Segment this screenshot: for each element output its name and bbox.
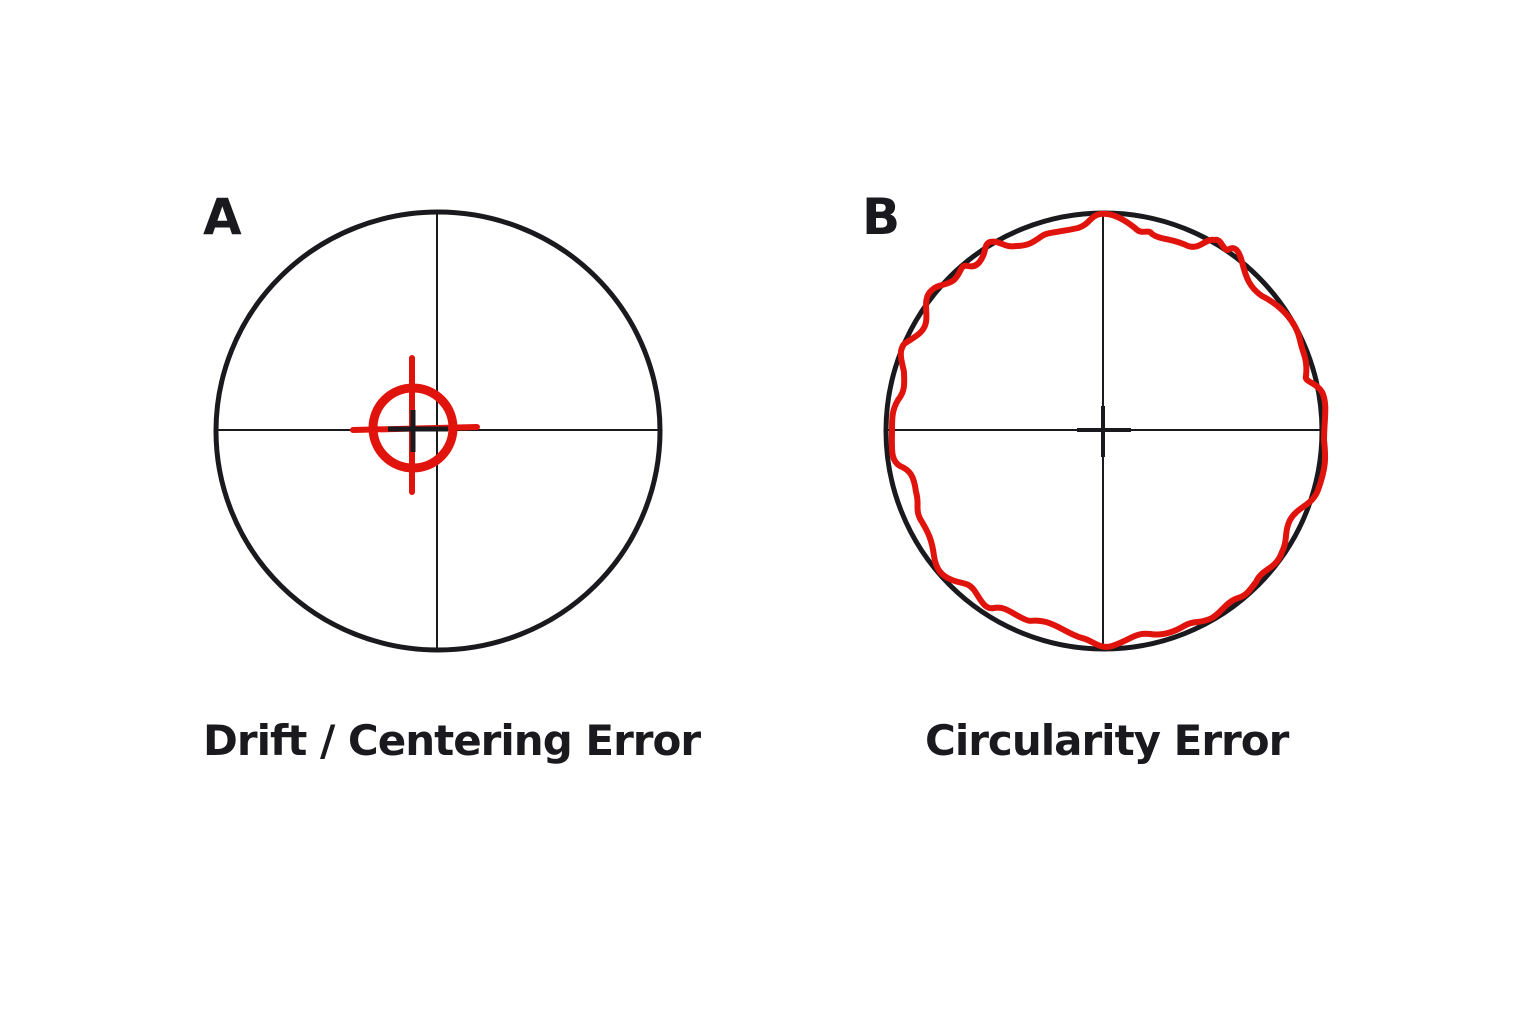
caption-drift-centering-error: Drift / Centering Error bbox=[203, 716, 701, 765]
caption-circularity-error: Circularity Error bbox=[925, 716, 1289, 765]
irregular-profile bbox=[888, 210, 1329, 650]
panel-a-diagram bbox=[213, 209, 663, 653]
panel-label-b: B bbox=[862, 188, 901, 246]
panel-b-diagram bbox=[883, 210, 1329, 652]
panel-label-a: A bbox=[203, 188, 242, 246]
offset-center-marker bbox=[350, 355, 480, 495]
